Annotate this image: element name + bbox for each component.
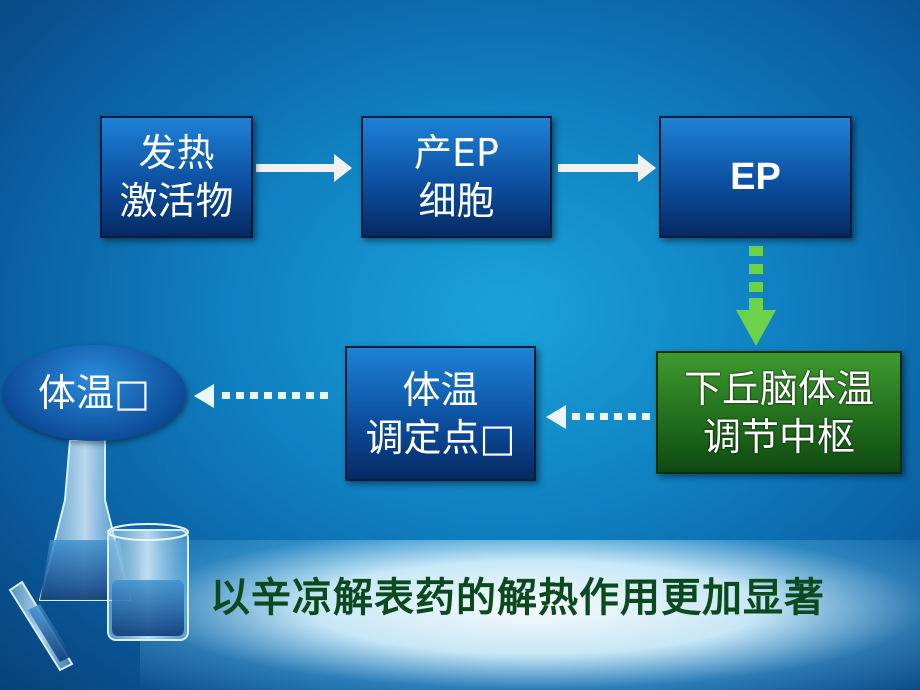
- hypothalamus-line-1: 下丘脑体温: [683, 366, 874, 411]
- bottom-caption: 以辛凉解表药的解热作用更加显著: [210, 574, 825, 621]
- fever-activator-line-2: 激活物: [119, 179, 234, 223]
- set-point-box: 体温 调定点□: [345, 346, 536, 481]
- hypothalamus-center-box: 下丘脑体温 调节中枢: [656, 351, 902, 474]
- ep-label: EP: [730, 156, 781, 198]
- lab-glassware-illustration: [8, 440, 189, 672]
- hypothalamus-line-2: 调节中枢: [702, 414, 855, 459]
- ep-producing-cell-box: 产EP 细胞: [361, 116, 552, 238]
- dotted-arrow-left-1: [546, 405, 650, 429]
- ep-box: EP: [659, 116, 852, 238]
- body-temperature-label: 体温□: [38, 371, 150, 415]
- body-temperature-oval: 体温□: [2, 345, 186, 441]
- set-point-line-2: 调定点□: [365, 415, 516, 460]
- dotted-arrow-down: [736, 246, 776, 346]
- fever-activator-line-1: 发热: [138, 131, 215, 175]
- fever-activator-box: 发热 激活物: [100, 116, 253, 238]
- solid-arrow-2: [558, 154, 656, 182]
- ep-producing-cell-line-1: 产EP: [414, 131, 499, 175]
- set-point-line-1: 体温: [402, 367, 479, 412]
- solid-arrow-1: [256, 154, 352, 182]
- caption-glow: [140, 540, 920, 690]
- dotted-arrow-left-2: [194, 384, 328, 408]
- ep-producing-cell-line-2: 细胞: [418, 179, 495, 223]
